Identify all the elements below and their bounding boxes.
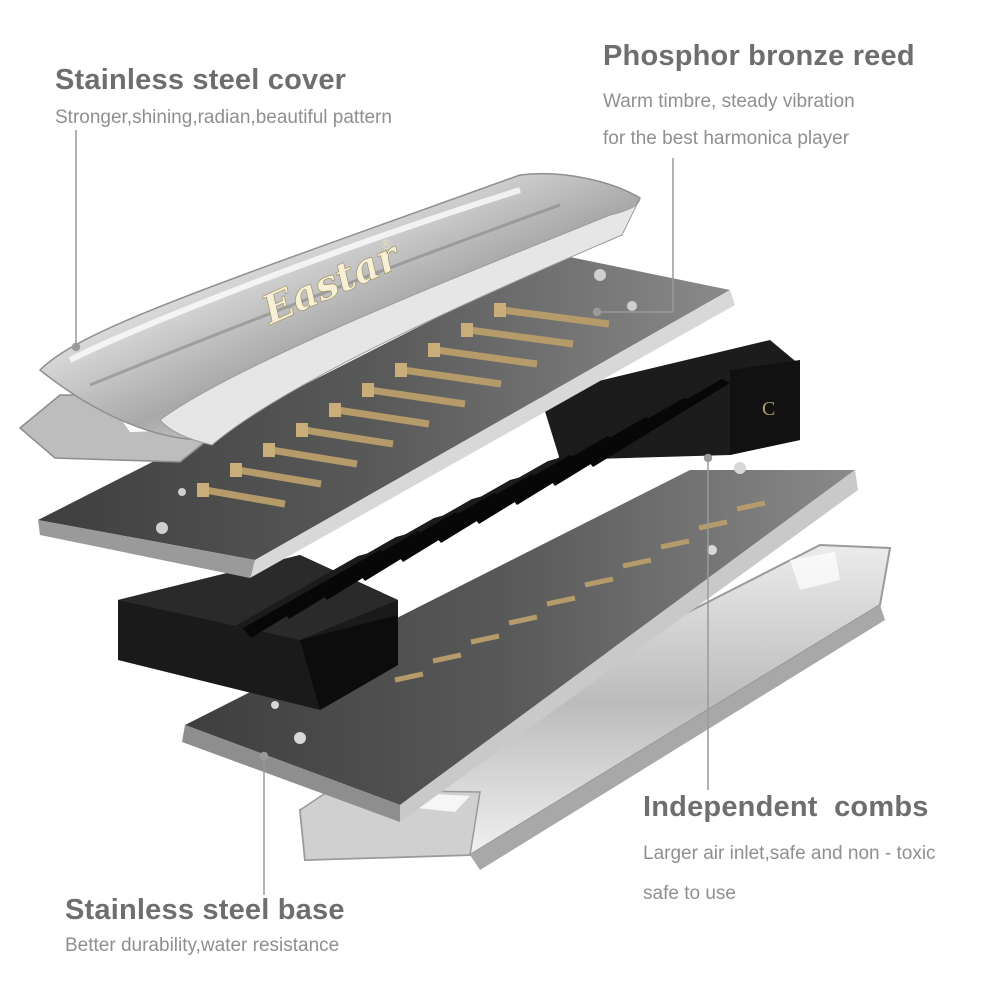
bottom-reed-plate — [182, 462, 858, 822]
lower-reed — [470, 633, 500, 645]
callout-desc-reed-line-2: for the best harmonica player — [603, 128, 850, 149]
comb-mark: C — [762, 398, 775, 420]
reed — [303, 426, 394, 448]
callout-title-base: Stainless steel base — [65, 894, 345, 926]
reed-rivet — [494, 303, 506, 317]
callout-independent-combs: Independent combs Larger air inlet,safe … — [643, 791, 936, 914]
reed-rivet — [395, 363, 407, 377]
lower-reed — [584, 576, 614, 588]
reed — [336, 406, 430, 428]
comb: C — [118, 340, 800, 710]
reed — [369, 386, 466, 408]
comb-tine — [221, 550, 380, 634]
lower-reed — [508, 614, 538, 626]
reed-rivet — [263, 443, 275, 457]
lower-reeds — [394, 500, 766, 683]
callout-title-reed: Phosphor bronze reed — [603, 40, 915, 72]
lower-reed — [622, 557, 652, 569]
callout-stainless-steel-base: Stainless steel base Better durability,w… — [65, 894, 345, 957]
callout-desc-base: Better durability,water resistance — [65, 935, 340, 956]
lower-reed — [736, 500, 766, 512]
leader-lines — [71, 130, 713, 895]
leader-dot-reed — [592, 307, 602, 317]
reed — [501, 306, 610, 328]
comb-tine-side — [243, 550, 388, 638]
reed-rivet — [461, 323, 473, 337]
upper-reeds — [197, 303, 610, 508]
callout-desc-reed-line-1: Warm timbre, steady vibration — [603, 91, 855, 112]
reed — [468, 326, 574, 348]
reed-rivet — [428, 343, 440, 357]
lower-reed — [660, 538, 690, 550]
reed-rivet — [296, 423, 308, 437]
lower-reed — [394, 671, 424, 683]
callout-phosphor-bronze-reed: Phosphor bronze reed Warm timbre, steady… — [603, 40, 915, 157]
lower-reed — [546, 595, 576, 607]
reed-rivet — [362, 383, 374, 397]
leader-dot-combs — [703, 453, 713, 463]
reed — [435, 346, 538, 368]
comb-tines — [221, 379, 730, 638]
callout-stainless-steel-cover: Stainless steel cover Stronger,shining,r… — [55, 64, 392, 129]
callout-desc-combs-line-1: Larger air inlet,safe and non - toxic — [643, 843, 936, 864]
callout-desc-cover: Stronger,shining,radian,beautiful patter… — [55, 107, 392, 128]
lower-reed — [698, 519, 728, 531]
lower-reed — [432, 652, 462, 664]
callout-title-combs: Independent combs — [643, 791, 929, 823]
top-cover: Eastar ® — [18, 172, 642, 463]
reed-rivet — [329, 403, 341, 417]
reed — [402, 366, 502, 388]
callout-title-cover: Stainless steel cover — [55, 64, 347, 96]
leader-dot-base — [259, 751, 269, 761]
reed-rivet — [197, 483, 209, 497]
reed — [237, 466, 322, 488]
reed — [204, 486, 286, 508]
reed — [270, 446, 358, 468]
reed-rivet — [230, 463, 242, 477]
top-reed-plate — [38, 255, 735, 578]
callout-desc-combs-line-2: safe to use — [643, 883, 736, 904]
leader-dot-cover — [71, 342, 81, 352]
